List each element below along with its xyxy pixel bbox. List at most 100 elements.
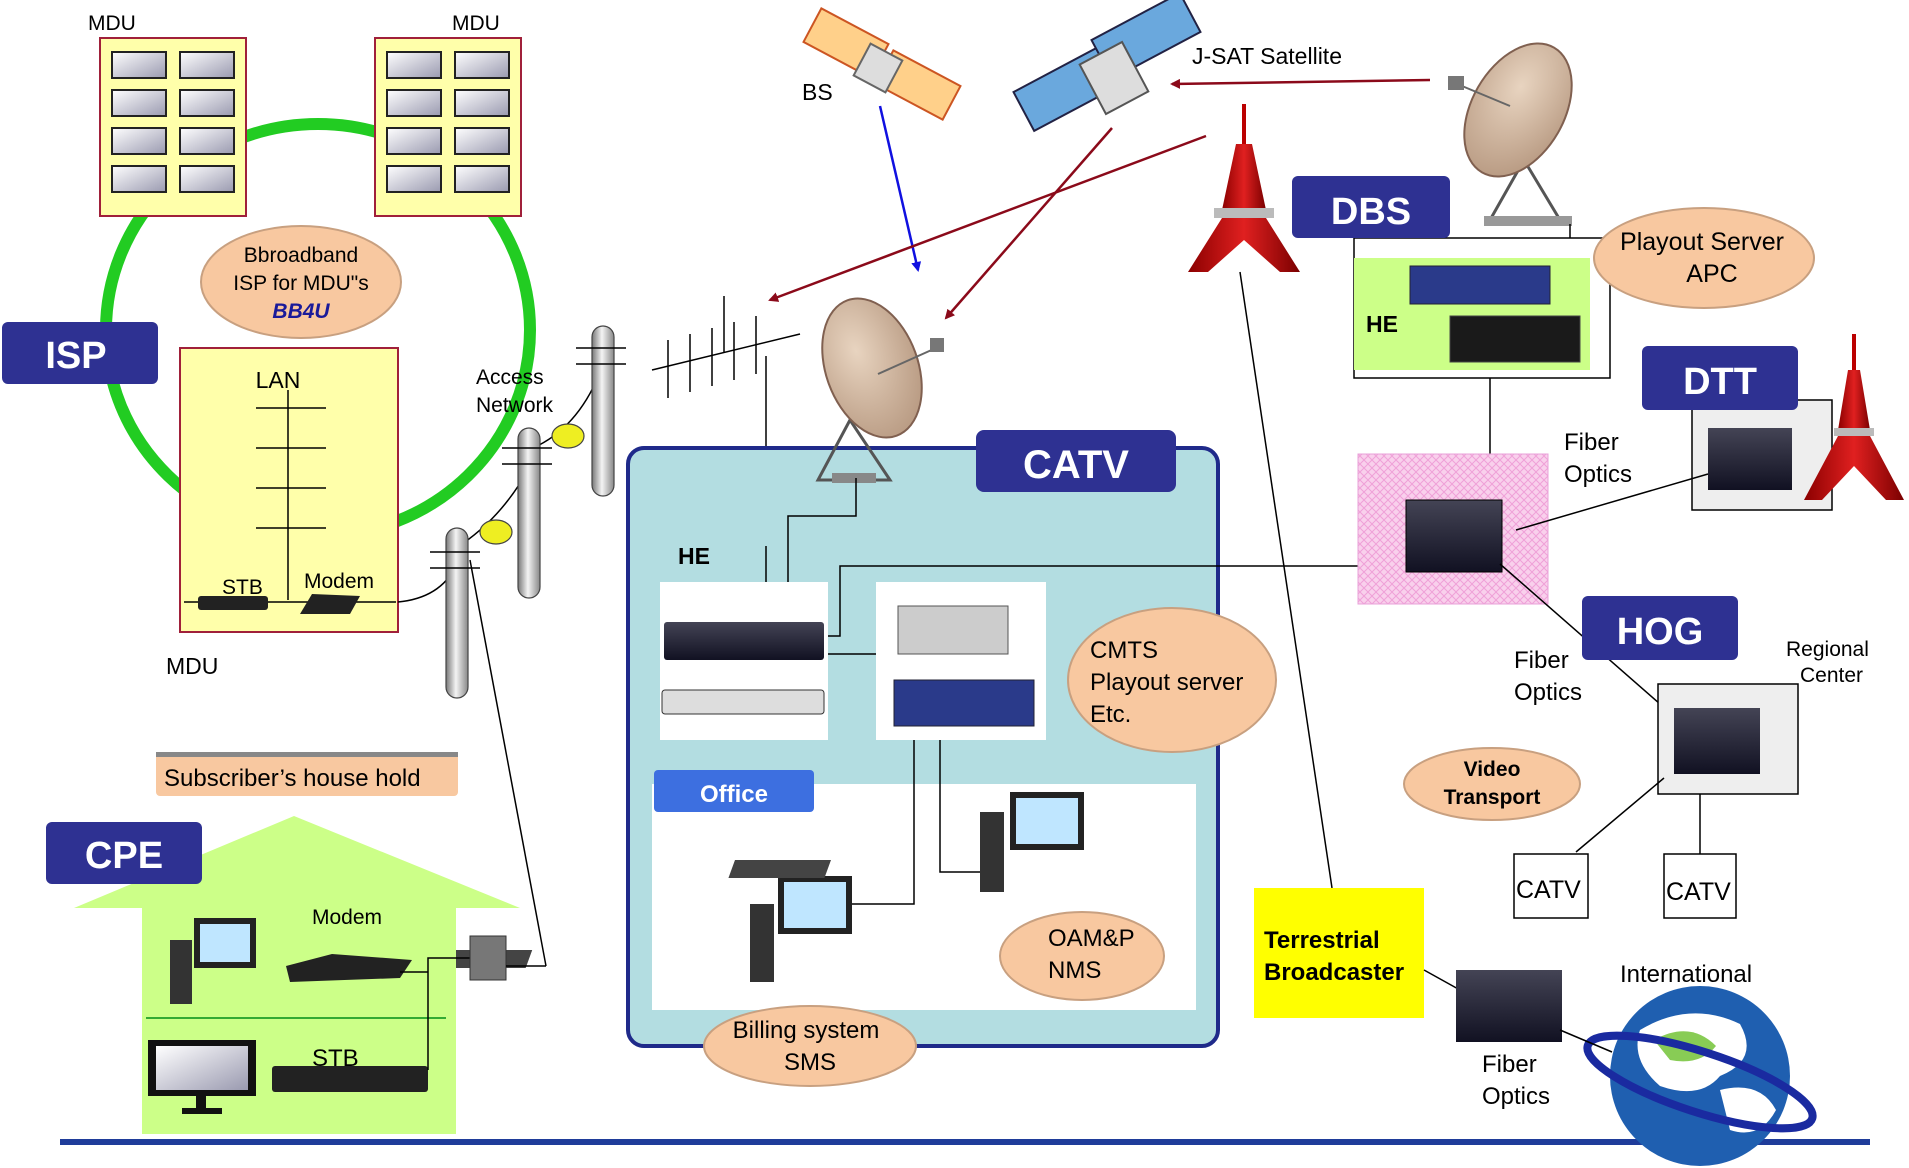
terrestrial-line1: Terrestrial [1264,927,1380,954]
he-feed-line-2 [787,478,857,586]
mdu-window [179,51,235,79]
playout-apc-line1: Playout Server [1620,228,1784,256]
dbs-rack-1 [1409,265,1551,305]
he-receiver [661,689,825,715]
terrestrial-broadcaster-box [1254,888,1424,1018]
utility-pole-2 [502,427,552,599]
office-pc-2 [728,792,1084,892]
regional-rack [1674,708,1760,774]
subscriber-label-bg [156,752,458,796]
video-transport-ellipse [1403,747,1581,821]
catv-box-2 [1663,853,1737,919]
mdu-window [179,127,235,155]
mdu-window [179,165,235,193]
isp-ellipse-line2: ISP for MDU"s [233,272,368,295]
mdu-label-top-left: MDU [88,12,136,35]
isp-ellipse-line3: BB4U [272,300,330,323]
mdu-window [179,89,235,117]
cmts-rack-2 [893,679,1035,727]
cpe-stb-device [272,1066,428,1092]
globe-icon [1583,986,1817,1166]
cpe-pc [170,918,256,1004]
catv-tag-label: CATV [1023,443,1129,487]
cmts-line2: Playout server [1090,669,1243,696]
dbs-rack-2 [1449,315,1581,363]
cmts-line1: CMTS [1090,637,1158,664]
cpe-modem-device [286,954,412,982]
oamp-line1: OAM&P [1048,925,1135,952]
uplink-to-jsat-arrow [1170,78,1431,89]
cmts-ellipse [1067,607,1277,753]
billing-line1: Billing system [733,1017,880,1044]
he-rack-1 [664,622,824,660]
cpe-monitor-screen [156,1046,248,1090]
isp-ellipse [200,225,402,339]
office-tag-label: Office [700,781,768,808]
terrestrial-line2: Broadcaster [1264,959,1404,986]
hub-to-dtt-link [1515,473,1709,531]
mdu-window [111,127,167,155]
fiber-optics-3-line1: Fiber [1482,1051,1537,1078]
international-label: International [1620,961,1752,988]
bs-label: BS [802,79,833,105]
video-transport-line2: Transport [1444,786,1541,809]
access-network-line2: Network [476,394,554,417]
office-tag [654,770,814,812]
fiber-optics-2-line1: Fiber [1514,647,1569,674]
subscriber-label: Subscriber’s house hold [164,765,421,792]
tower-to-terrestrial-link [1239,271,1333,889]
cpe-modem-label: Modem [312,906,382,929]
rack-to-globe-link [1559,1029,1613,1053]
amplifier-1 [479,519,513,545]
isp-tag-label: ISP [45,335,106,377]
stb-device-mdu [198,596,268,610]
regional-center-line1: Regional [1786,638,1869,661]
satellite-dish-uplink [1448,42,1573,226]
catv-tag [976,430,1176,492]
cpe-monitor-base [182,1108,222,1114]
cpe-monitor-stand [196,1096,206,1110]
mdu-window [111,165,167,193]
lan-label: LAN [256,367,301,393]
cpe-tag-label: CPE [85,835,163,877]
drop-cable-house [469,559,547,967]
mdu-window [454,51,510,79]
mdu-window [386,127,442,155]
tower-to-yagi-arrow [768,134,1207,302]
cpe-tap-box [469,935,507,981]
mdu-window [454,165,510,193]
regional-center-line2: Center [1800,664,1863,687]
dtt-tower [1804,334,1904,500]
isp-ellipse-line1: Bbroadband [244,244,358,267]
cmts-rack-1 [897,605,1009,655]
dbs-he-label: HE [1366,311,1398,337]
catv-he-box [660,582,828,740]
terrestrial-to-rack-link [1423,969,1461,991]
mdu-window [454,127,510,155]
bs-satellite [802,7,962,121]
dtt-rack [1708,428,1792,490]
broadcast-tower-main [1188,104,1300,272]
cpe-internal-wiring [400,957,470,1070]
video-transport-line1: Video [1464,758,1521,781]
jsat-satellite [1012,0,1202,133]
access-network-line1: Access [476,366,544,389]
catv-box-2-label: CATV [1666,878,1731,906]
amplifier-2 [551,423,585,449]
jsat-downlink-arrow [944,127,1113,320]
utility-pole-1 [430,527,480,699]
billing-line2: SMS [784,1049,836,1076]
modem-mdu-label: Modem [304,570,374,593]
office-pc-1 [429,876,852,982]
mdu-building-lan [179,347,399,633]
oamp-line2: NMS [1048,957,1101,984]
fiber-optics-3-line2: Optics [1482,1083,1550,1110]
satellite-dish-catv [815,297,944,483]
modem-device-mdu [300,594,360,614]
office-link-2 [939,740,994,873]
mdu-label-top-right: MDU [452,12,500,35]
fiber-optics-1-line2: Optics [1564,461,1632,488]
he-to-hog-link [828,565,1360,637]
regional-to-catv1-link [1575,777,1665,853]
playout-apc-ellipse [1593,207,1815,309]
